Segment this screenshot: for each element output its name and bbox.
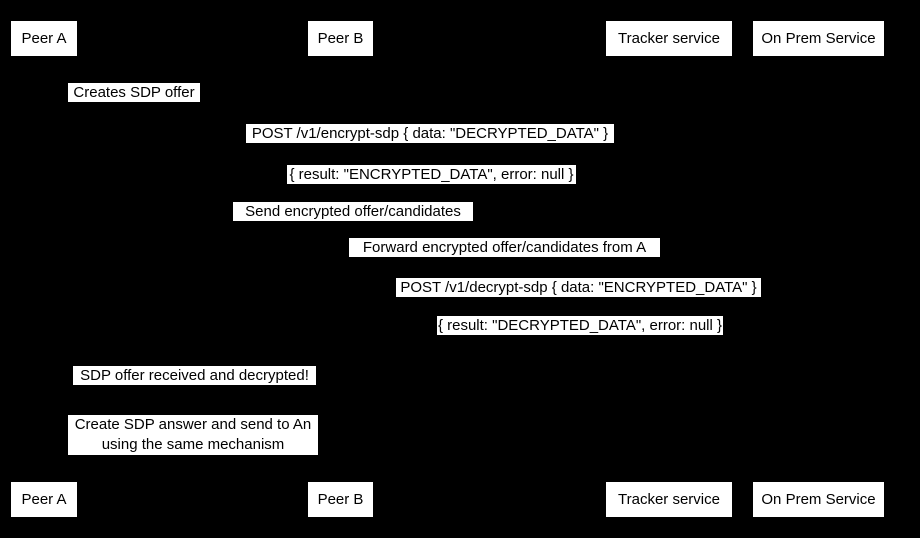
actor-peer-b-bottom: Peer B: [308, 482, 373, 517]
note-line: using the same mechanism: [101, 436, 285, 453]
actor-peer-a-bottom: Peer A: [11, 482, 77, 517]
message-label-encrypt-result: { result: "ENCRYPTED_DATA", error: null …: [287, 165, 576, 184]
actor-peer-a-top: Peer A: [11, 21, 77, 56]
note-line: Create SDP answer and send to An: [74, 416, 312, 433]
message-label-decrypt-result: { result: "DECRYPTED_DATA", error: null …: [437, 316, 723, 335]
message-label-creates-sdp-offer: Creates SDP offer: [68, 83, 200, 102]
message-label-forward-encrypted-offer: Forward encrypted offer/candidates from …: [349, 238, 660, 257]
actor-on-prem-service-top: On Prem Service: [753, 21, 884, 56]
actor-tracker-service-bottom: Tracker service: [606, 482, 732, 517]
actor-on-prem-service-bottom: On Prem Service: [753, 482, 884, 517]
message-label-post-decrypt-sdp: POST /v1/decrypt-sdp { data: "ENCRYPTED_…: [396, 278, 761, 297]
actor-tracker-service-top: Tracker service: [606, 21, 732, 56]
note-create-sdp-answer-note: Create SDP answer and send to An using th…: [68, 415, 318, 455]
message-label-send-encrypted-offer: Send encrypted offer/candidates: [233, 202, 473, 221]
actor-peer-b-top: Peer B: [308, 21, 373, 56]
message-label-sdp-offer-received: SDP offer received and decrypted!: [73, 366, 316, 385]
message-label-post-encrypt-sdp: POST /v1/encrypt-sdp { data: "DECRYPTED_…: [246, 124, 614, 143]
